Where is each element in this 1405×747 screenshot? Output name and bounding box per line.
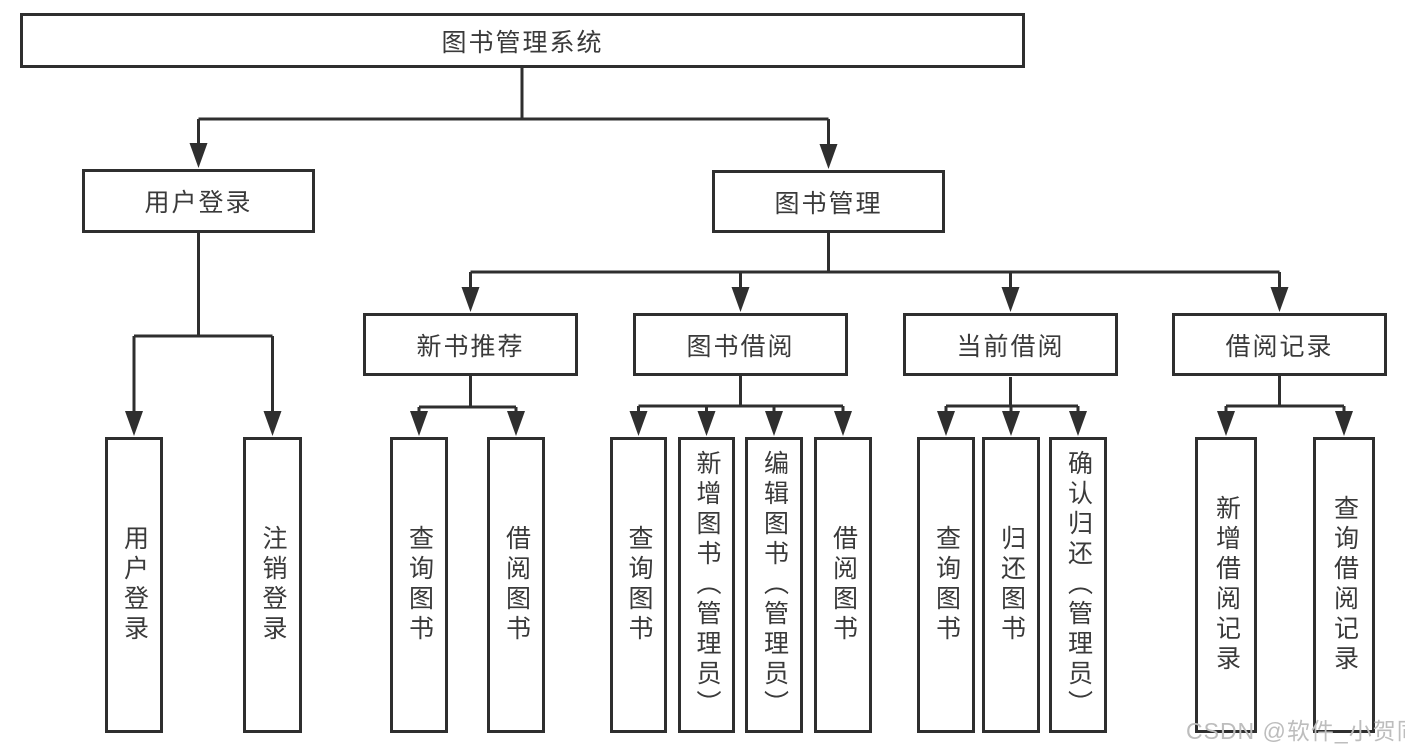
node-user-login: 用户登录 [82, 169, 315, 233]
leaf-current-query-book: 查询图书 [917, 437, 975, 733]
leaf-current-query-book-label: 查询图书 [932, 525, 961, 645]
leaf-current-confirm-return-admin-label: 确认归还（管理员） [1064, 450, 1093, 720]
node-book-borrowing-label: 图书借阅 [686, 332, 795, 361]
leaf-records-query-record-label: 查询借阅记录 [1330, 495, 1359, 675]
node-borrowing-records: 借阅记录 [1172, 313, 1387, 376]
leaf-records-add-record-label: 新增借阅记录 [1212, 495, 1241, 675]
leaf-borrowing-edit-book-admin-label: 编辑图书（管理员） [760, 450, 789, 720]
leaf-newbook-query-book: 查询图书 [390, 437, 448, 733]
leaf-records-add-record: 新增借阅记录 [1195, 437, 1257, 733]
node-book-borrowing: 图书借阅 [633, 313, 848, 376]
leaf-records-query-record: 查询借阅记录 [1313, 437, 1375, 733]
node-current-borrowing-label: 当前借阅 [956, 332, 1065, 361]
csdn-watermark: CSDN @软件_小贺同学 [1186, 718, 1405, 744]
node-user-login-label: 用户登录 [144, 189, 253, 217]
leaf-borrowing-borrow-book: 借阅图书 [814, 437, 872, 733]
leaf-user-login: 用户登录 [105, 437, 163, 733]
node-new-book-recommend-label: 新书推荐 [416, 332, 525, 361]
leaf-newbook-borrow-book: 借阅图书 [487, 437, 545, 733]
leaf-borrowing-edit-book-admin: 编辑图书（管理员） [745, 437, 803, 733]
leaf-borrowing-add-book-admin: 新增图书（管理员） [678, 437, 735, 733]
leaf-newbook-borrow-book-label: 借阅图书 [502, 525, 531, 645]
node-book-management: 图书管理 [712, 170, 945, 233]
leaf-current-return-book-label: 归还图书 [997, 525, 1026, 645]
leaf-borrowing-query-book: 查询图书 [610, 437, 667, 733]
node-current-borrowing: 当前借阅 [903, 313, 1118, 376]
node-new-book-recommend: 新书推荐 [363, 313, 578, 376]
node-borrowing-records-label: 借阅记录 [1225, 332, 1334, 361]
leaf-user-login-label: 用户登录 [120, 525, 149, 645]
leaf-current-confirm-return-admin: 确认归还（管理员） [1049, 437, 1107, 733]
leaf-logout-label: 注销登录 [259, 525, 287, 645]
leaf-borrowing-borrow-book-label: 借阅图书 [829, 525, 858, 645]
leaf-logout: 注销登录 [243, 437, 302, 733]
leaf-current-return-book: 归还图书 [982, 437, 1040, 733]
node-root-system-label: 图书管理系统 [441, 28, 604, 57]
leaf-borrowing-add-book-admin-label: 新增图书（管理员） [693, 450, 721, 720]
leaf-borrowing-query-book-label: 查询图书 [625, 525, 653, 645]
leaf-newbook-query-book-label: 查询图书 [405, 525, 434, 645]
node-book-management-label: 图书管理 [774, 189, 883, 218]
node-root-system: 图书管理系统 [20, 13, 1025, 68]
